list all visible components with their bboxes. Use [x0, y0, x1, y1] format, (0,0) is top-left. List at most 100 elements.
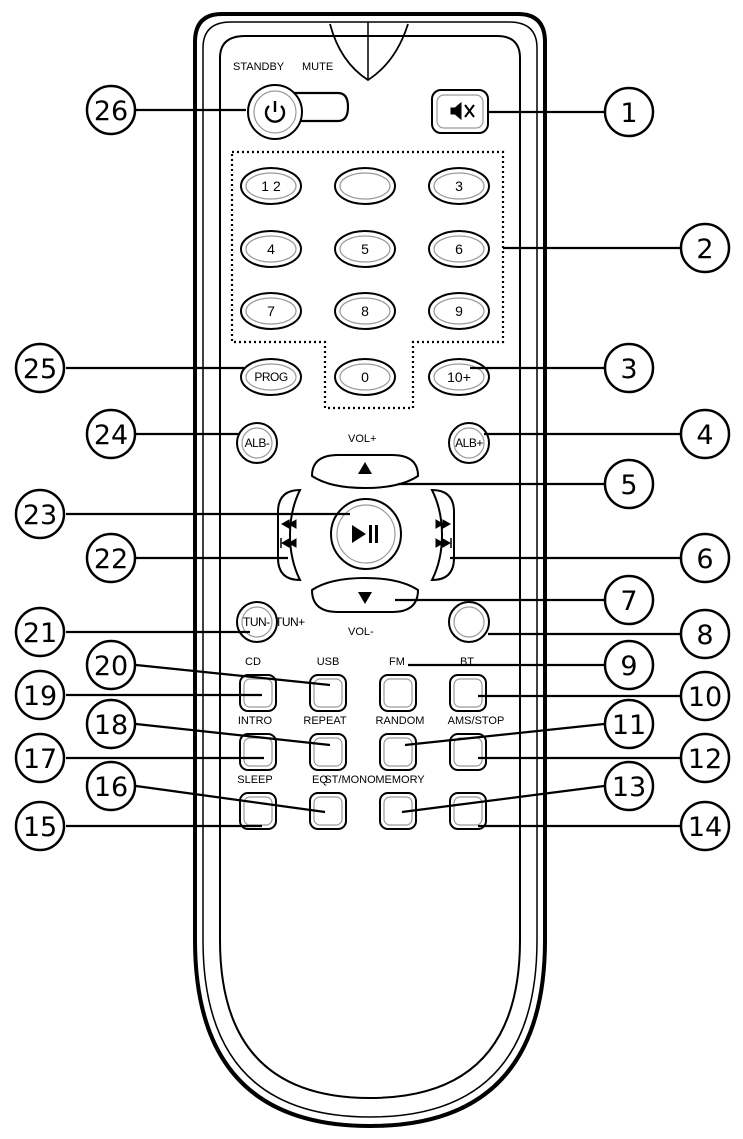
callout-12: 12 — [679, 732, 731, 784]
callout-10: 10 — [679, 670, 731, 722]
tun-minus-label: TUN- — [243, 615, 270, 629]
svg-text:12: 12 — [688, 744, 722, 775]
memory-label: MEMORY — [375, 774, 425, 786]
svg-text:25: 25 — [23, 354, 57, 385]
svg-text:10: 10 — [688, 682, 722, 713]
next-button[interactable] — [430, 488, 455, 582]
callout-14: 14 — [679, 800, 731, 852]
rewind-skip-back-icon — [280, 519, 297, 548]
svg-text:2: 2 — [696, 234, 713, 265]
svg-text:15: 15 — [23, 812, 57, 843]
alb-plus-label: ALB+ — [455, 436, 483, 450]
fm-label: FM — [389, 656, 405, 668]
callout-16: 16 — [85, 760, 137, 812]
standby-label: STANDBY — [233, 61, 285, 73]
mute-label: MUTE — [302, 61, 333, 73]
sleep-label: SLEEP — [237, 774, 272, 786]
svg-text:24: 24 — [94, 420, 128, 451]
svg-text:14: 14 — [688, 812, 722, 843]
intro-button[interactable] — [239, 733, 277, 771]
remote-body — [193, 12, 547, 1129]
key-7[interactable] — [240, 292, 302, 330]
key-8[interactable] — [334, 292, 396, 330]
svg-text:26: 26 — [94, 96, 128, 127]
eq-label: EQ — [312, 774, 328, 786]
intro-label: INTRO — [238, 715, 273, 727]
standby-button[interactable] — [247, 84, 350, 140]
play-pause-icon — [352, 525, 378, 543]
usb-label: USB — [317, 656, 340, 668]
svg-text:18: 18 — [94, 710, 128, 741]
svg-text:16: 16 — [94, 772, 128, 803]
prog-button[interactable] — [240, 358, 302, 396]
callout-20: 20 — [85, 639, 137, 691]
callout-19: 19 — [14, 669, 66, 721]
callout-18: 18 — [85, 698, 137, 750]
function-buttons — [239, 674, 487, 830]
sleep-button[interactable] — [239, 792, 277, 830]
callout-11: 11 — [603, 698, 655, 750]
vol-up-arrow-icon — [358, 462, 372, 474]
bt-button[interactable] — [449, 674, 487, 712]
alb-plus-button[interactable] — [448, 422, 490, 464]
key-4[interactable] — [240, 230, 302, 268]
vol-minus-label: VOL- — [348, 626, 374, 638]
key-1-2[interactable] — [240, 167, 302, 205]
key-blank[interactable] — [334, 167, 396, 205]
blank-round-button[interactable] — [448, 601, 490, 643]
callout-23: 23 — [14, 488, 66, 540]
callout-3: 3 — [603, 342, 655, 394]
vol-down-arrow-icon — [358, 592, 372, 604]
leader-lines — [66, 108, 680, 828]
svg-text:20: 20 — [94, 651, 128, 682]
mute-icon — [450, 101, 475, 121]
callout-17: 17 — [14, 732, 66, 784]
key-6[interactable] — [428, 230, 490, 268]
svg-text:13: 13 — [612, 772, 646, 803]
svg-text:9: 9 — [620, 651, 637, 682]
key-0-label: 0 — [361, 369, 369, 385]
alb-minus-button[interactable] — [236, 422, 278, 464]
fast-forward-skip-next-icon — [435, 519, 452, 548]
alb-minus-label: ALB- — [245, 436, 270, 450]
key-10-plus-label: 10+ — [447, 369, 471, 385]
callout-26: 26 — [85, 84, 137, 136]
random-button[interactable] — [379, 733, 417, 771]
callout-25: 25 — [14, 342, 66, 394]
ams-stop-label: AMS/STOP — [448, 715, 505, 727]
svg-text:11: 11 — [612, 710, 646, 741]
tun-plus-label: TUN+ — [275, 615, 305, 629]
key-1-2-label: 1 2 — [261, 178, 281, 194]
fm-button[interactable] — [379, 674, 417, 712]
ams-stop-button[interactable] — [449, 733, 487, 771]
usb-button[interactable] — [309, 674, 347, 712]
svg-text:7: 7 — [620, 586, 637, 617]
prev-button[interactable] — [277, 488, 302, 582]
key-4-label: 4 — [267, 241, 275, 257]
key-6-label: 6 — [455, 241, 463, 257]
svg-text:5: 5 — [620, 470, 637, 501]
callout-4: 4 — [679, 408, 731, 460]
repeat-button[interactable] — [309, 733, 347, 771]
svg-text:8: 8 — [696, 620, 713, 651]
key-0[interactable] — [334, 358, 396, 396]
repeat-label: REPEAT — [303, 715, 346, 727]
svg-text:1: 1 — [620, 98, 637, 129]
callout-22: 22 — [85, 532, 137, 584]
vol-plus-label: VOL+ — [348, 433, 376, 445]
callout-7: 7 — [603, 574, 655, 626]
cd-label: CD — [245, 656, 261, 668]
blank-square-button[interactable] — [449, 792, 487, 830]
key-9[interactable] — [428, 292, 490, 330]
key-3[interactable] — [428, 167, 490, 205]
key-5[interactable] — [334, 230, 396, 268]
cd-button[interactable] — [239, 674, 277, 712]
callout-1: 1 — [603, 86, 655, 138]
callout-21: 21 — [14, 606, 66, 658]
svg-text:19: 19 — [23, 681, 57, 712]
svg-text:17: 17 — [23, 744, 57, 775]
callout-9: 9 — [603, 639, 655, 691]
callout-13: 13 — [603, 760, 655, 812]
numpad-dotted-region — [230, 150, 505, 410]
key-3-label: 3 — [455, 178, 463, 194]
